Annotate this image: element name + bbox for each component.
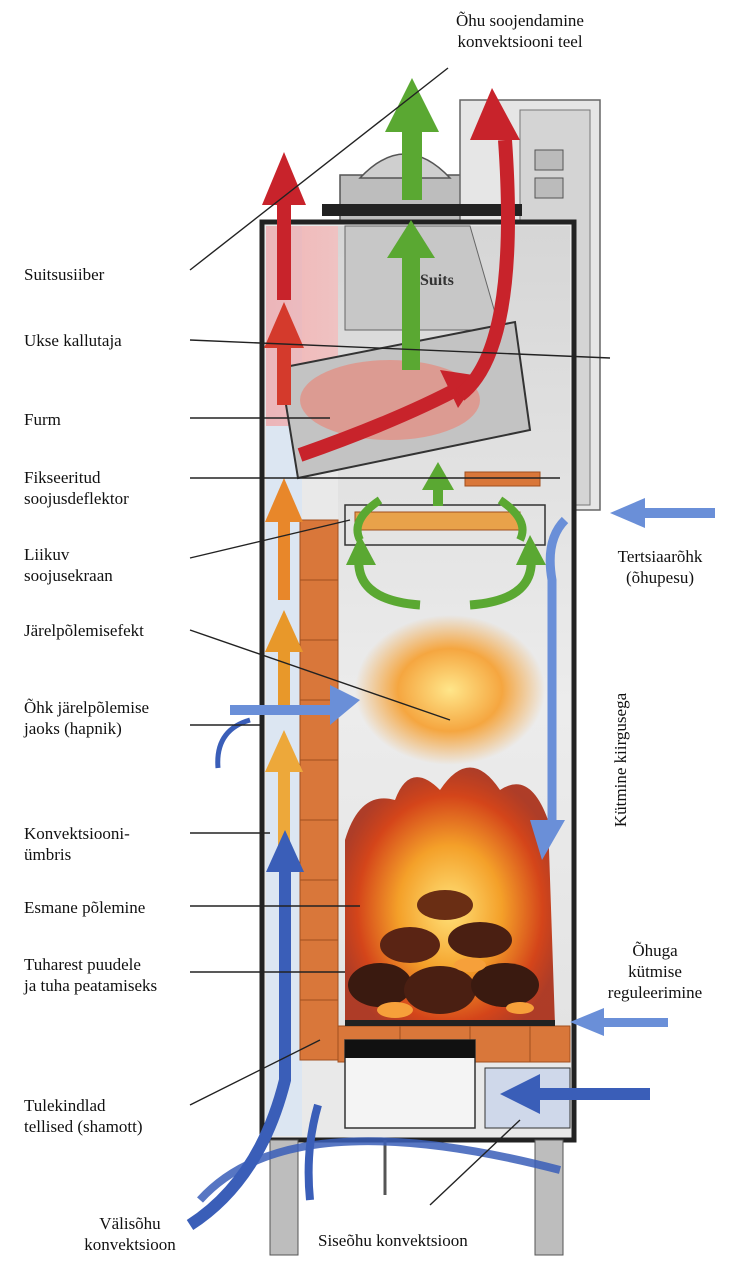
label-fikseeritud-2: soojusdeflektor bbox=[24, 488, 129, 509]
label-tertsiaar: Tertsiaarõhk (õhupesu) bbox=[600, 546, 720, 588]
label-fikseeritud: Fikseeritud soojusdeflektor bbox=[24, 467, 129, 509]
movable-heat-screen bbox=[355, 512, 520, 530]
ash-pit-slot bbox=[345, 1040, 475, 1058]
rear-bracket-b bbox=[535, 178, 563, 198]
label-ohk-jarelpolemise: Õhk järelpõlemise jaoks (hapnik) bbox=[24, 697, 149, 739]
label-siseohu: Siseõhu konvektsioon bbox=[318, 1230, 468, 1251]
label-kutmine-kiirgusega: Kütmine kiirgusega bbox=[611, 693, 631, 827]
label-tertsiaar-1: Tertsiaarõhk bbox=[600, 546, 720, 567]
label-tulekindlad: Tulekindlad tellised (shamott) bbox=[24, 1095, 143, 1137]
label-kutmine-kiirgusega-wrap: Kütmine kiirgusega bbox=[611, 640, 631, 880]
label-ohk-jarel-2: jaoks (hapnik) bbox=[24, 718, 149, 739]
afterburn-flame bbox=[355, 615, 545, 765]
label-ukse-kallutaja: Ukse kallutaja bbox=[24, 330, 122, 351]
label-konvektsiooni: Konvektsiooni- ümbris bbox=[24, 823, 130, 865]
label-valisohu-2: konvektsioon bbox=[60, 1234, 200, 1255]
label-konvektsiooni-2: ümbris bbox=[24, 844, 130, 865]
label-tuharest-2: ja tuha peatamiseks bbox=[24, 975, 157, 996]
label-ohuga-3: reguleerimine bbox=[590, 982, 720, 1003]
label-liikuv-1: Liikuv bbox=[24, 544, 113, 565]
label-konvektsiooni-1: Konvektsiooni- bbox=[24, 823, 130, 844]
label-liikuv-2: soojusekraan bbox=[24, 565, 113, 586]
label-suitsusiiber: Suitsusiiber bbox=[24, 264, 104, 285]
label-liikuv: Liikuv soojusekraan bbox=[24, 544, 113, 586]
label-jarelpolemisefekt: Järelpõlemisefekt bbox=[24, 620, 144, 641]
label-tuharest-1: Tuharest puudele bbox=[24, 954, 157, 975]
top-plate bbox=[322, 204, 522, 216]
fixed-deflector bbox=[465, 472, 540, 486]
label-valisohu-1: Välisõhu bbox=[60, 1213, 200, 1234]
label-tulekindlad-2: tellised (shamott) bbox=[24, 1116, 143, 1137]
label-ohuga-1: Õhuga bbox=[590, 940, 720, 961]
leg-right bbox=[535, 1140, 563, 1255]
label-tulekindlad-1: Tulekindlad bbox=[24, 1095, 143, 1116]
label-tuharest: Tuharest puudele ja tuha peatamiseks bbox=[24, 954, 157, 996]
label-suits: Suits bbox=[420, 272, 454, 290]
label-ohuga-2: kütmise bbox=[590, 961, 720, 982]
label-top-title: Õhu soojendamine konvektsiooni teel bbox=[430, 10, 610, 52]
label-ohuga: Õhuga kütmise reguleerimine bbox=[590, 940, 720, 1003]
label-valisohu: Välisõhu konvektsioon bbox=[60, 1213, 200, 1255]
label-top-line1: Õhu soojendamine bbox=[430, 10, 610, 31]
label-ohk-jarel-1: Õhk järelpõlemise bbox=[24, 697, 149, 718]
label-furm: Furm bbox=[24, 409, 61, 430]
rear-bracket-a bbox=[535, 150, 563, 170]
label-fikseeritud-1: Fikseeritud bbox=[24, 467, 129, 488]
grate bbox=[345, 1020, 555, 1026]
firebrick-wall bbox=[300, 520, 338, 1060]
label-tertsiaar-2: (õhupesu) bbox=[600, 567, 720, 588]
label-esmane: Esmane põlemine bbox=[24, 897, 145, 918]
label-top-line2: konvektsiooni teel bbox=[430, 31, 610, 52]
